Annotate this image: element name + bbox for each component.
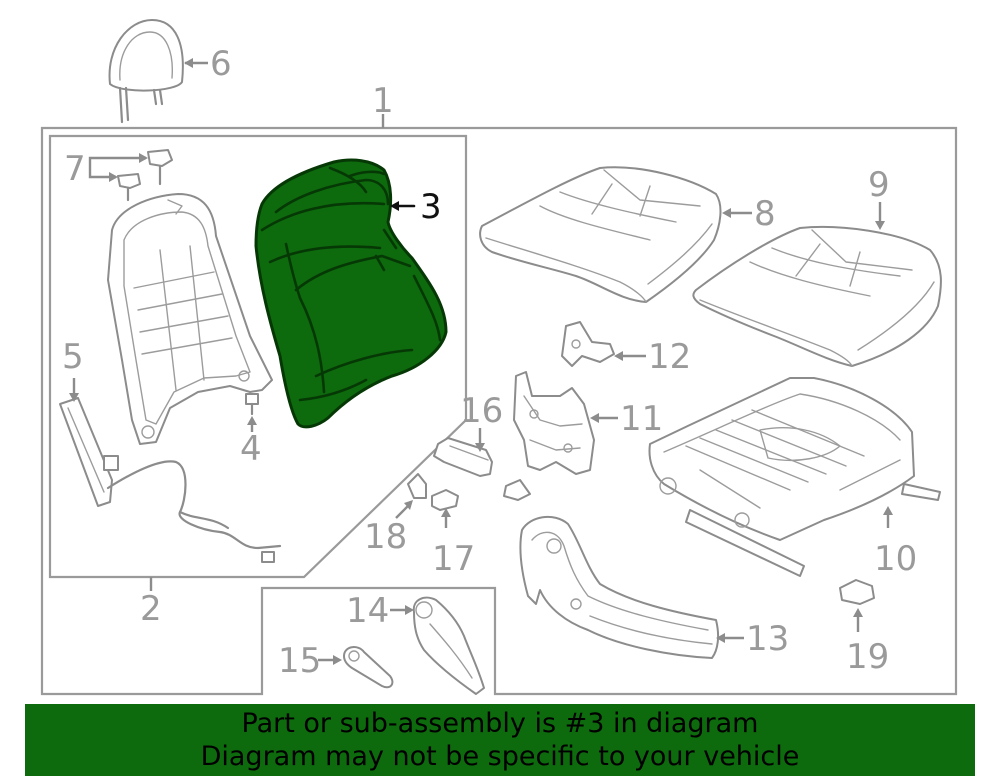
seatback-cushion-3 [254,158,448,429]
callout-12: 12 [648,337,691,377]
assembly-1-frame [40,126,958,696]
callout-2: 2 [140,589,162,629]
clip-17 [431,489,459,511]
callout-15: 15 [278,641,321,681]
callout-5: 5 [62,337,84,377]
callout-13: 13 [746,619,789,659]
clip-18 [407,473,427,499]
banner-line-1: Part or sub-assembly is #3 in diagram [241,708,759,739]
headrest-6 [108,19,184,124]
seat-cover-9 [692,225,942,367]
banner-line-2: Diagram may not be specific to your vehi… [200,741,800,772]
bracket-11 [513,371,595,475]
side-shield-13 [519,515,720,659]
clip-19 [839,579,875,605]
side-panel-5 [59,397,282,563]
info-banner: Part or sub-assembly is #3 in diagram Di… [25,704,975,776]
seat-frame-10 [648,377,941,577]
callout-11: 11 [620,399,663,439]
callout-16: 16 [460,391,503,431]
callout-3: 3 [420,187,442,227]
callout-17: 17 [432,539,475,579]
trim-panel-14 [412,596,485,695]
clips-7 [117,149,173,202]
callout-9: 9 [868,165,890,205]
callout-19: 19 [846,637,889,677]
bracket-12 [561,321,615,367]
seat-pad-8 [479,166,722,303]
handle-15 [343,646,394,689]
callout-4: 4 [240,429,262,469]
bolt-4 [245,393,259,416]
seatback-frame-2 [107,193,273,445]
callout-10: 10 [874,539,917,579]
callout-14: 14 [346,591,389,631]
callout-8: 8 [754,194,776,234]
callout-1: 1 [372,81,394,121]
callout-7: 7 [64,149,86,189]
seatback-2-frame [48,134,468,579]
callout-6: 6 [210,44,232,84]
callout-18: 18 [364,517,407,557]
